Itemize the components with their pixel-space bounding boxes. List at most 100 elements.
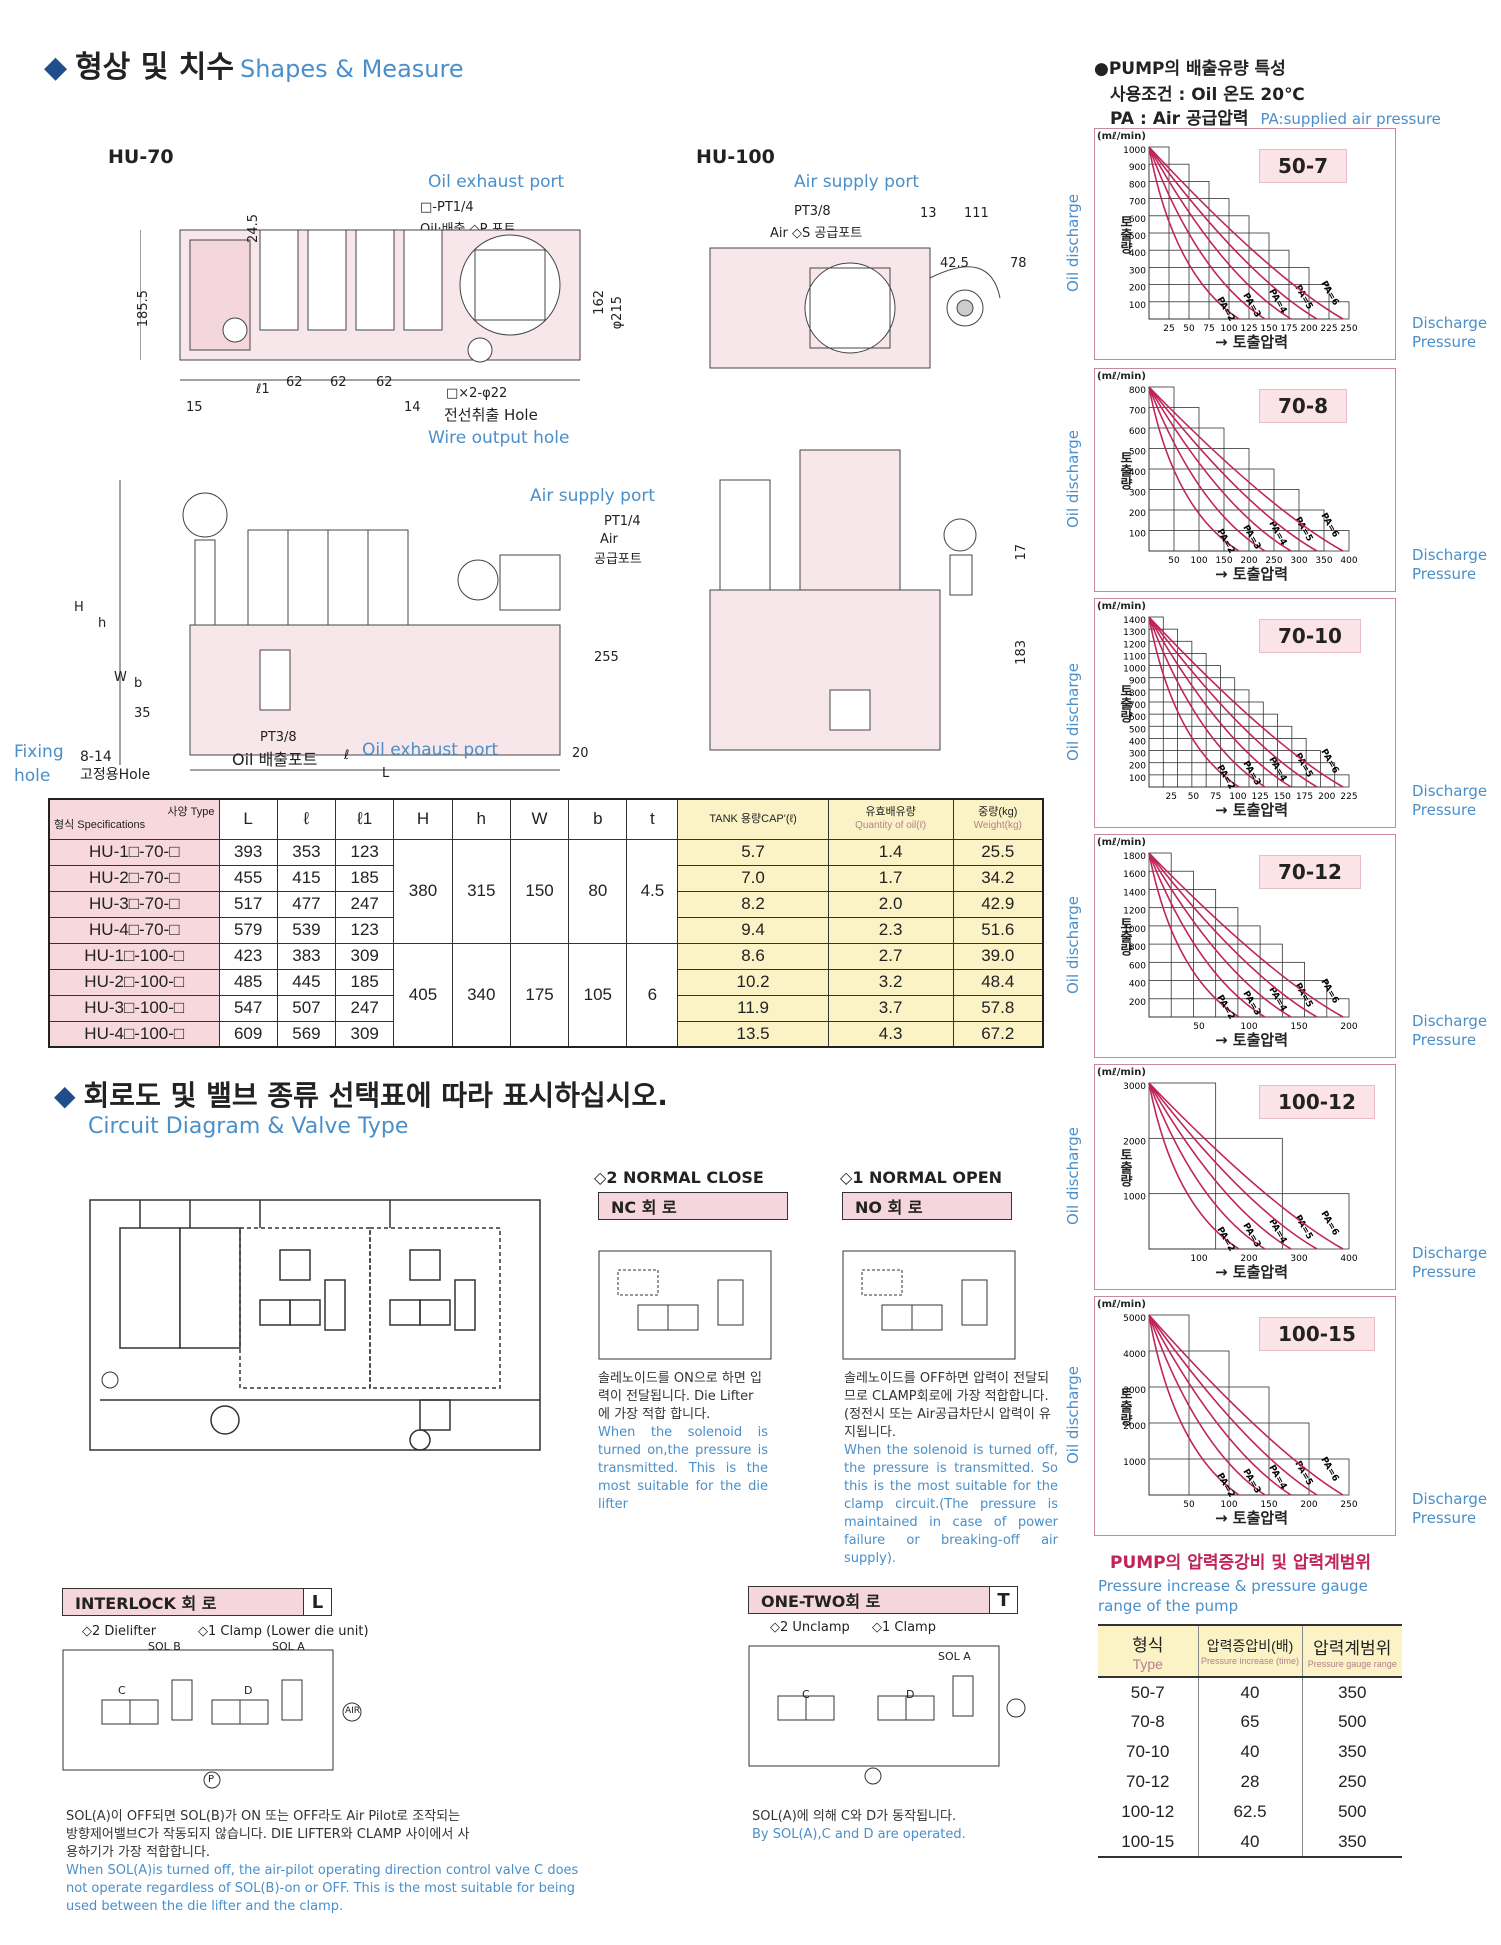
x-tick: 100 bbox=[1190, 1254, 1207, 1264]
pa-label: PA=6 bbox=[1318, 1456, 1340, 1484]
spec-l: 539 bbox=[276, 916, 337, 944]
hu70-d6: 62 bbox=[286, 375, 303, 390]
spec-weight: 39.0 bbox=[952, 942, 1044, 970]
x-tick: 200 bbox=[1318, 792, 1335, 802]
y-unit: (mℓ/min) bbox=[1097, 371, 1146, 382]
discharge-pressure-label: Discharge Pressure bbox=[1412, 1244, 1488, 1281]
gauge-cell: 350 bbox=[1301, 1827, 1402, 1857]
spec-h: 315 bbox=[451, 838, 511, 944]
y-tick: 1000 bbox=[1123, 1458, 1146, 1468]
y-tick: 1100 bbox=[1123, 652, 1146, 662]
spec-weight: 48.4 bbox=[952, 968, 1044, 996]
hu70-hole-dim: □×2-φ22 bbox=[446, 386, 508, 401]
hu70-oil-bottom-kr: Oil 배출포트 bbox=[232, 750, 318, 769]
spec-l1: 123 bbox=[335, 916, 395, 944]
hu70-pt14b: PT1/4 bbox=[604, 514, 641, 529]
no-en: When the solenoid is turned off, the pre… bbox=[844, 1443, 1058, 1566]
x-caption: → 토출압력 bbox=[1215, 333, 1288, 351]
y-tick: 300 bbox=[1129, 489, 1146, 499]
spec-weight: 25.5 bbox=[952, 838, 1044, 866]
onetwo-sola: SOL A bbox=[938, 1650, 971, 1663]
y-tick: 1200 bbox=[1123, 907, 1146, 917]
spec-oil: 3.7 bbox=[827, 994, 954, 1022]
y-tick: 400 bbox=[1129, 980, 1146, 990]
y-tick: 600 bbox=[1129, 427, 1146, 437]
port-s-icon: ◇S bbox=[792, 226, 811, 241]
onetwo-c: C bbox=[802, 1688, 810, 1701]
spec-l: 415 bbox=[276, 864, 337, 892]
no-box-label: NO 회 로 bbox=[843, 1193, 1011, 1219]
hu70-d9: 15 bbox=[186, 400, 203, 415]
pa-curve bbox=[1148, 1314, 1240, 1496]
gauge-cell: 350 bbox=[1301, 1677, 1402, 1707]
gauge-cell: 50-7 bbox=[1130, 1682, 1165, 1702]
y-tick: 400 bbox=[1129, 249, 1146, 259]
spec-l1: 309 bbox=[335, 942, 395, 970]
pump-line2: 사용조건 : Oil 온도 20℃ bbox=[1110, 85, 1305, 105]
spec-weight: 51.6 bbox=[952, 916, 1044, 944]
hu100-pt38: PT3/8 bbox=[794, 204, 831, 219]
x-tick: 300 bbox=[1290, 556, 1307, 566]
x-tick: 175 bbox=[1280, 324, 1297, 334]
nc-box-label: NC 회 로 bbox=[599, 1193, 787, 1219]
chart-title: 70-12 bbox=[1259, 855, 1361, 889]
y-tick: 3000 bbox=[1123, 1082, 1146, 1092]
x-tick: 75 bbox=[1203, 324, 1214, 334]
hu70-d11: ℓ1 bbox=[256, 382, 270, 397]
pa-label: PA=6 bbox=[1318, 1210, 1340, 1238]
hu70-d12: ℓ bbox=[344, 748, 350, 763]
y-tick: 200 bbox=[1129, 762, 1146, 772]
fixing-hole-kr: 8-14 고정용Hole bbox=[80, 749, 151, 783]
spec-h: 340 bbox=[451, 942, 511, 1048]
hu70-d20: 255 bbox=[594, 650, 619, 665]
spec-model: HU-2□-70-□ bbox=[48, 864, 220, 892]
arrow-right-icon: → bbox=[1215, 333, 1233, 351]
spec-oil: 1.4 bbox=[827, 838, 954, 866]
pa-curve bbox=[1148, 386, 1318, 552]
spec-weight: 57.8 bbox=[952, 994, 1044, 1022]
pa-curve bbox=[1148, 1082, 1344, 1250]
spec-tank: 10.2 bbox=[677, 968, 829, 996]
onetwo-kr: SOL(A)에 의해 C와 D가 동작됩니다. bbox=[752, 1809, 957, 1824]
spec-oil: 2.3 bbox=[827, 916, 954, 944]
pa-curve bbox=[1148, 1314, 1266, 1496]
pa-label: PA=3 bbox=[1240, 1468, 1262, 1496]
onetwo-box-label: ONE-TWO회 로 bbox=[749, 1587, 989, 1613]
x-tick: 250 bbox=[1340, 1500, 1357, 1510]
hu70-d3: 185.5 bbox=[136, 290, 151, 328]
spec-L: 547 bbox=[218, 994, 278, 1022]
oil-discharge-label: Oil discharge bbox=[1064, 663, 1082, 762]
y-tick: 100 bbox=[1129, 774, 1146, 784]
col-W: W bbox=[509, 798, 570, 840]
pa-curve bbox=[1148, 616, 1240, 788]
x-tick: 75 bbox=[1210, 792, 1221, 802]
gauge-title-en: Pressure increase & pressure gauge range… bbox=[1098, 1577, 1368, 1615]
y-tick: 600 bbox=[1129, 961, 1146, 971]
y-tick: 1000 bbox=[1123, 665, 1146, 675]
y-unit: (mℓ/min) bbox=[1097, 1299, 1146, 1310]
chart-title: 70-10 bbox=[1259, 619, 1361, 653]
interlock-c: C bbox=[118, 1684, 126, 1697]
y-tick: 1400 bbox=[1123, 888, 1146, 898]
x-tick: 100 bbox=[1220, 324, 1237, 334]
y-tick: 2000 bbox=[1123, 1137, 1146, 1147]
pa-curve bbox=[1148, 386, 1292, 552]
x-tick: 400 bbox=[1340, 556, 1357, 566]
x-tick: 100 bbox=[1220, 1500, 1237, 1510]
hu70-d10: 14 bbox=[404, 400, 421, 415]
spec-t: 6 bbox=[626, 942, 679, 1048]
oil-discharge-label: Oil discharge bbox=[1064, 430, 1082, 529]
chart-title: 50-7 bbox=[1259, 149, 1348, 183]
arrow-right-icon: → bbox=[1215, 1509, 1233, 1527]
spec-oil: 2.7 bbox=[827, 942, 954, 970]
